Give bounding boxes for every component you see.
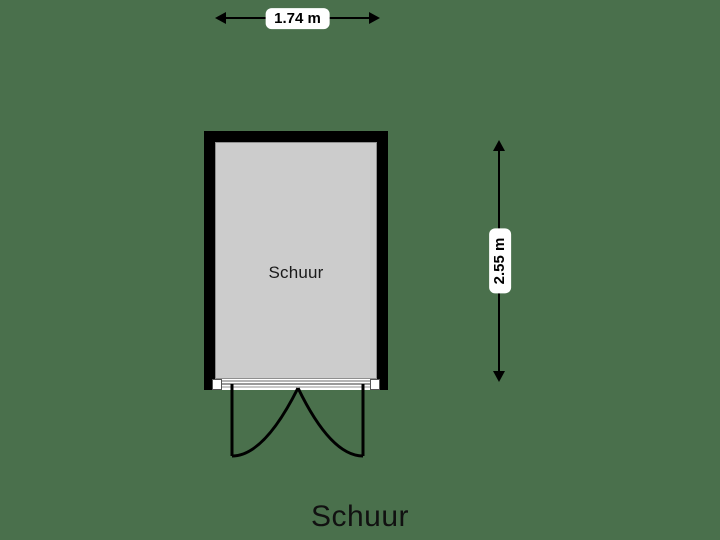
door-threshold	[212, 379, 380, 390]
dimension-width-label: 1.74 m	[265, 7, 330, 30]
room-label: Schuur	[268, 263, 324, 282]
arrow-right-icon	[369, 12, 380, 24]
room-schuur: Schuur	[204, 131, 388, 390]
dimension-height-label: 2.55 m	[488, 228, 511, 294]
door-arc-right	[296, 387, 364, 458]
door-swing-svg	[230, 384, 365, 458]
arrow-up-icon	[493, 140, 505, 151]
dimension-height: 2.55 m	[488, 140, 511, 382]
door-jamb-right	[370, 379, 380, 390]
page-title: Schuur	[310, 500, 410, 533]
door-arc-left	[231, 387, 300, 458]
dimension-width: 1.74 m	[215, 7, 380, 30]
door-jamb-left	[212, 379, 222, 390]
door-opening	[212, 379, 380, 390]
arrow-down-icon	[493, 371, 505, 382]
arrow-left-icon	[215, 12, 226, 24]
door-swing-arcs	[204, 382, 388, 466]
room-floor: Schuur	[215, 142, 377, 379]
